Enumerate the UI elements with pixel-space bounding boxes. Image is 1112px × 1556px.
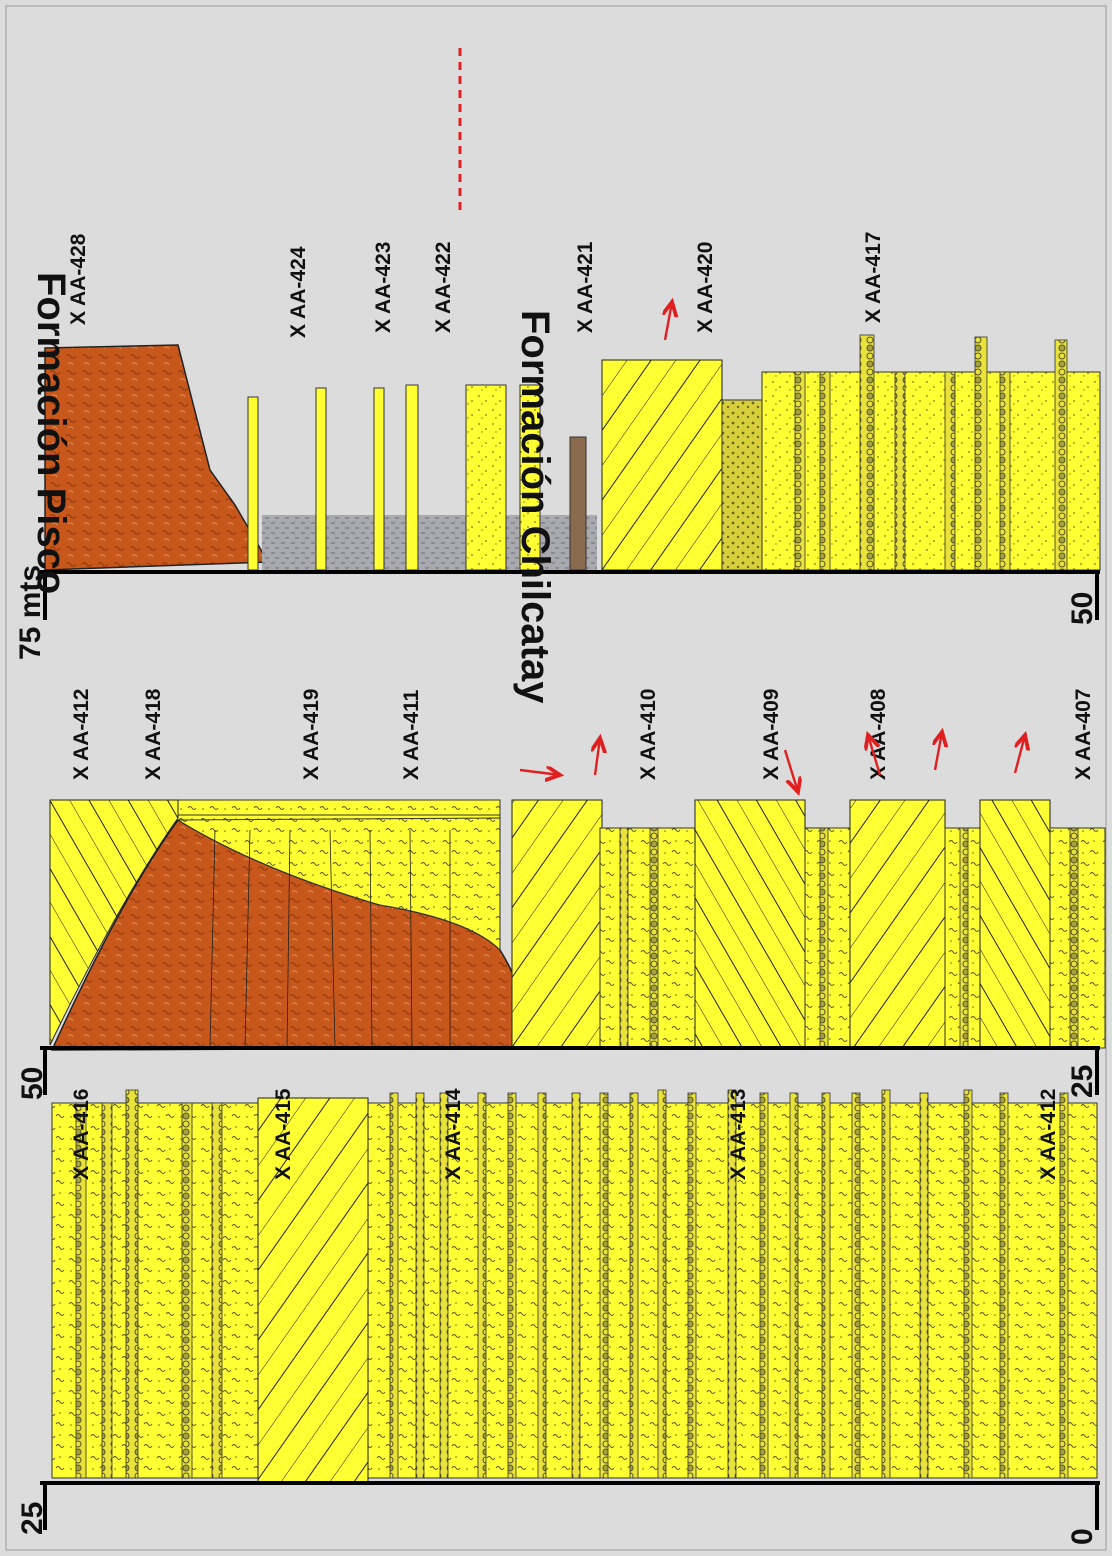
sample-label: X AA-417	[862, 232, 885, 323]
sample-label: X AA-410	[637, 689, 660, 780]
mudstone-bed	[569, 436, 587, 571]
column-50-75	[44, 334, 1101, 571]
sample-label: X AA-409	[760, 689, 783, 780]
column-0-25	[51, 1089, 1098, 1484]
cross-bed-unit-4	[979, 799, 1051, 1049]
scale-label-col2-top: 50	[16, 1067, 49, 1100]
paleocurrent-arrow	[868, 735, 882, 776]
sample-label: X AA-411	[400, 689, 423, 780]
paleocurrent-arrow	[595, 738, 600, 776]
sample-label: X AA-418	[142, 688, 165, 780]
cross-bed-unit-3	[849, 799, 946, 1049]
scale-label-col2-bottom: 25	[1066, 1065, 1099, 1098]
sample-label: X AA-412	[1037, 1089, 1060, 1180]
tuff-joints	[209, 829, 451, 1049]
paleocurrent-arrow	[935, 732, 942, 771]
column-25-50	[49, 799, 1106, 1051]
sample-label: X AA-420	[694, 242, 717, 333]
sample-label: X AA-423	[372, 242, 395, 333]
sample-label: X AA-412	[70, 689, 93, 780]
sample-label: X AA-424	[287, 246, 310, 338]
frame	[5, 5, 1107, 1551]
sample-label: X AA-407	[1072, 689, 1095, 780]
sample-label: X AA-419	[300, 689, 323, 780]
cross-bed-unit-1	[511, 799, 603, 1049]
cross-bed-unit-2	[694, 799, 806, 1049]
cross-bedded-sandstone-col1	[257, 1097, 369, 1484]
cross-bed-unit-col3	[601, 359, 723, 571]
scale-label-col1-bottom: 0	[1066, 1528, 1099, 1545]
scale-axes	[40, 570, 1100, 1530]
sample-label: X AA-422	[432, 242, 455, 333]
paleocurrent-arrows	[519, 302, 1025, 792]
concretion-beds-col1	[75, 1089, 1069, 1479]
scale-label-col1-top: 25	[16, 1502, 49, 1535]
sample-label: X AA-414	[442, 1088, 465, 1180]
sample-label: X AA-416	[70, 1089, 93, 1180]
paleocurrent-arrow	[519, 770, 560, 775]
sample-label: X AA-415	[272, 1088, 295, 1180]
formation-title-chilcatay: Formación Chilcatay	[513, 310, 557, 704]
paleocurrent-arrow	[783, 749, 798, 792]
concretion-beds-col2	[619, 827, 1079, 1049]
scale-label-col3-top: 75 mts	[14, 565, 47, 660]
sample-label: X AA-413	[727, 1089, 750, 1180]
coarse-sandstone-bed	[721, 399, 763, 571]
formation-title-pisco: Formación Pisco	[29, 272, 73, 594]
cross-bedded-wedge-col2	[49, 799, 179, 1046]
sample-label: X AA-421	[574, 241, 597, 333]
paleocurrent-arrow	[1013, 735, 1025, 774]
paleocurrent-arrow	[665, 302, 672, 341]
scale-label-col3-bottom: 50	[1066, 592, 1099, 625]
sample-label: X AA-428	[67, 233, 90, 325]
